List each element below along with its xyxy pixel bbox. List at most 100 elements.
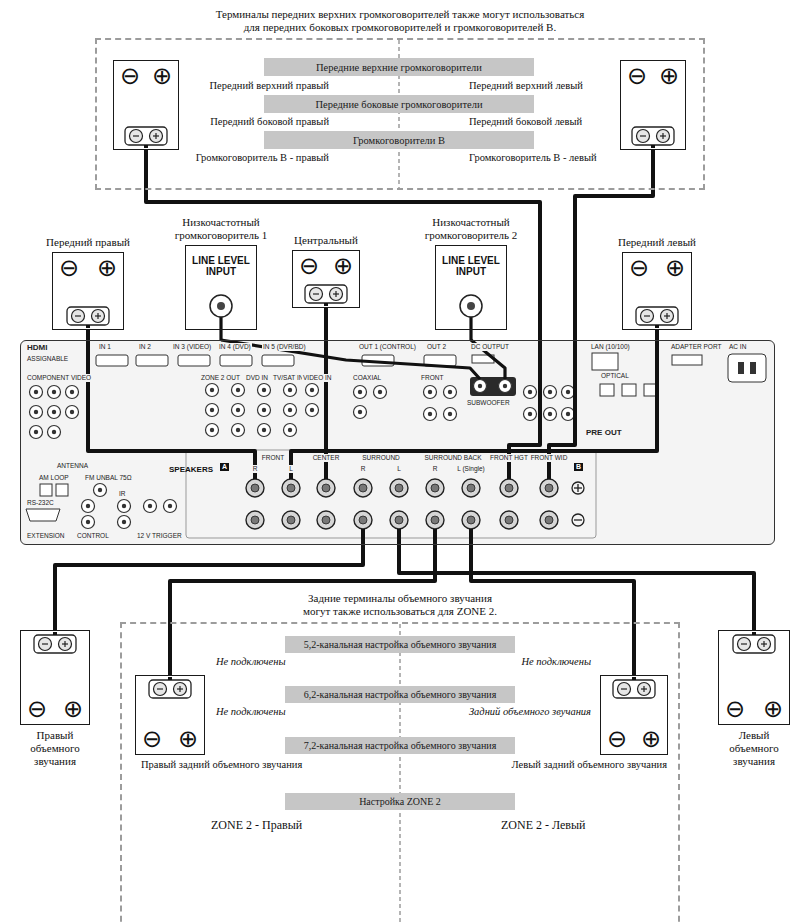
speaker-terminal: [390, 479, 408, 497]
symbol-row: ⊖⊕: [719, 696, 789, 722]
setup-band: Громкоговорители B: [264, 131, 534, 149]
internal-cable-run: [397, 529, 401, 545]
terminal-plate: [179, 686, 180, 692]
speaker-role-label: ZONE 2 - Правый: [210, 818, 303, 832]
rca-jack: [424, 386, 437, 399]
rca-jack: [66, 386, 79, 399]
rca-jack: [206, 404, 219, 417]
input-label: LINE LEVEL INPUT: [189, 255, 253, 277]
line-input-jack: [469, 317, 472, 329]
rca-jack: [258, 384, 271, 397]
terminal-symbol: ⊕: [333, 253, 353, 279]
rca-jack: [30, 406, 43, 419]
terminal-plate: [758, 638, 771, 651]
terminal-plate: [643, 686, 644, 692]
port-label: ADAPTER PORT: [670, 343, 722, 351]
terminal-symbol: ⊖: [607, 726, 627, 752]
terminal-plate: [125, 127, 167, 145]
speaker-role-label: Левый задний объемного звучания: [511, 759, 668, 771]
terminal-label: FRONT HGT: [489, 454, 529, 462]
rca-jack: [284, 424, 297, 437]
rca-jack: [306, 384, 319, 397]
terminal-plate: [154, 683, 167, 696]
rca-jack: [374, 386, 387, 399]
port-label: PRE OUT: [585, 428, 623, 437]
terminal-plate: [640, 135, 646, 136]
terminal-plate: [144, 145, 148, 148]
terminal-symbol: ⊕: [659, 63, 679, 89]
speaker-role-label: ZONE 2 - Левый: [500, 818, 587, 832]
speaker-role-label: Передний верхний правый: [208, 80, 330, 92]
setup-band: 6,2-канальная настройка объемного звучан…: [285, 686, 515, 703]
terminal-plate: [75, 315, 81, 316]
terminal-plate: [72, 310, 85, 323]
port-label: IN 3 (VIDEO): [172, 343, 212, 351]
rca-jack: [424, 408, 437, 421]
port-label: 12 V TRIGGER: [136, 532, 183, 540]
port-label: IN 4 (DVD): [218, 343, 252, 351]
rca-jack: [118, 500, 131, 513]
terminal-plate: [313, 293, 319, 294]
symbol-row: ⊖⊕: [293, 253, 359, 279]
polarity-symbol: [572, 482, 584, 494]
adapter-port: [672, 355, 702, 365]
speaker-role-label: Передний верхний левый: [468, 80, 584, 92]
terminal-label: FRONT WID: [530, 454, 569, 462]
setup-band: Настройка ZONE 2: [285, 793, 515, 810]
terminal-plate: [666, 313, 667, 319]
speaker-cable: [655, 330, 659, 340]
terminal-symbol: ⊖: [142, 726, 162, 752]
av-receiver: SPEAKERS: [20, 340, 775, 545]
optical-port: [622, 384, 636, 396]
terminal-symbol: ⊖: [299, 253, 319, 279]
terminal-label: SPEAKERS: [169, 465, 213, 474]
terminal-plate: [114, 124, 178, 148]
speaker-terminal: [354, 511, 372, 529]
speaker-group-region: ⊖⊕ Передние верхние громкоговорителиПеред…: [95, 38, 705, 190]
setup-title: Передние боковые громкоговорители: [315, 98, 482, 111]
setup-band: 5,2-канальная настройка объемного звучан…: [285, 636, 515, 653]
terminal-plate: [97, 313, 98, 319]
port-label: CONTROL: [76, 532, 110, 540]
symbol-row: ⊖⊕: [114, 63, 178, 89]
ac-inlet: [738, 362, 744, 374]
polarity-symbol: [577, 484, 578, 492]
port-label: OUT 1 (CONTROL): [358, 343, 417, 351]
rca-jack: [284, 384, 297, 397]
terminal-plate: [67, 307, 109, 325]
rca-jack: [66, 406, 79, 419]
symbol-row: ⊖⊕: [621, 63, 685, 89]
speaker-box: Правый объемного звучания⊖⊕: [20, 630, 90, 725]
speaker-terminal: [390, 511, 408, 529]
port-label: COMPONENT VIDEO: [26, 374, 92, 382]
speaker-role-label: Не подключены: [215, 656, 287, 668]
terminal-label: R: [252, 465, 259, 473]
lan-port: [592, 353, 618, 370]
port-label: DC OUTPUT: [470, 343, 510, 351]
terminal-plate: [621, 124, 685, 148]
terminal-plate: [293, 282, 359, 306]
speaker-terminal: [462, 511, 480, 529]
speaker-box: Передний правый⊖⊕: [52, 252, 124, 330]
terminal-plate: [324, 303, 328, 306]
terminal-symbol: ⊕: [641, 726, 661, 752]
setup-band: Передние верхние громкоговорители: [264, 58, 534, 76]
terminal-plate: [657, 130, 670, 143]
speaker-terminal: [317, 479, 335, 497]
terminal-plate: [174, 683, 187, 696]
port-label: COAXIAL: [352, 374, 382, 382]
port-label: AC IN: [728, 343, 747, 351]
port-label: OUT 2: [426, 343, 447, 351]
rca-jack: [232, 404, 245, 417]
setup-title: 5,2-канальная настройка объемного звучан…: [304, 638, 497, 651]
hdmi-port: [262, 355, 294, 366]
port-label: RS-232C: [26, 499, 55, 507]
note-text: Терминалы передних верхних громкоговорит…: [212, 8, 588, 34]
line-input-jack: [217, 302, 225, 310]
speaker-role-label: Передний боковой левый: [468, 116, 583, 128]
speaker-terminal: [540, 511, 558, 529]
polarity-symbol: [574, 519, 582, 520]
rca-jack: [524, 386, 537, 399]
terminal-plate: [330, 288, 343, 301]
speaker-name: Низкочастотный громкоговоритель 2: [409, 216, 533, 242]
